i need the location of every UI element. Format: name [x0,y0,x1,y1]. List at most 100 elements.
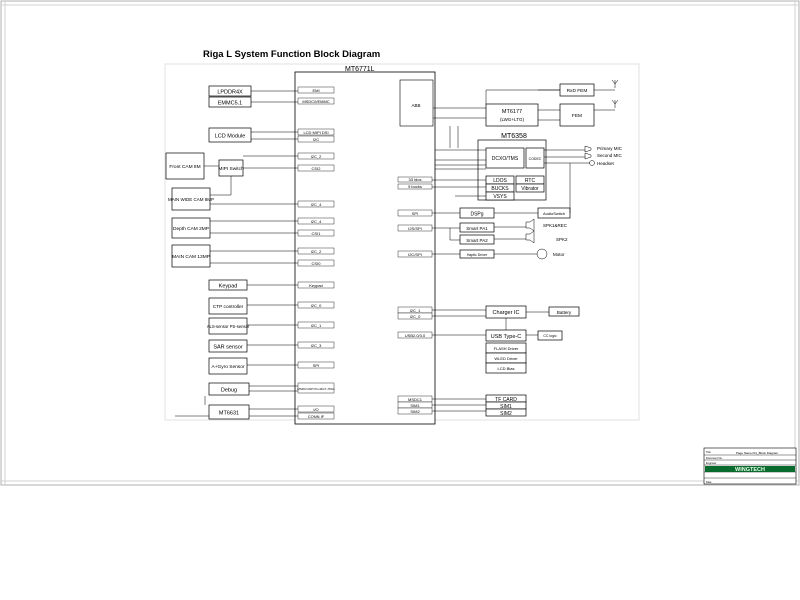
sim2-port-label: SIM2 [410,409,420,414]
ldos-label: LDOS [493,178,507,184]
main-wide-label: MAIN WIDE CAM 8MP [168,197,214,202]
mt6631-label: MT6631 [219,411,239,417]
port-msdc0: MSDC0/EMMC [302,99,329,104]
mic-primary-label: Primary MIC [597,146,623,151]
lpddr-label: LPDDR4X [217,90,243,96]
motor-label: Motor [553,252,565,257]
smart-pa1-block [459,222,495,233]
ctp-label: CTP controller [213,304,244,310]
lcd-label: LCD Module [215,134,246,140]
buck-bus-label: 9 bucks [408,184,422,189]
vibrator-block [515,183,545,193]
title-block-row-engineer: Engineer [706,461,717,465]
ldo-bus-label: 33 ldos [409,177,422,182]
title-block-page-name: Page Name=01_Block Diagram [736,451,779,455]
antenna-diversity-icon [611,79,619,88]
charger-label: Charger IC [493,310,520,316]
speaker2-label: SPK2 [556,237,568,242]
port-debug: MSDC1/SPI Pin-MUX JTAG [297,387,335,391]
tf-card-label: TF CARD [495,397,517,403]
abb-block [399,79,434,127]
mt6631-block [208,404,250,420]
main-cam-block [171,244,211,268]
port-i2c-lcd: I2C [313,137,319,142]
smart-pa2-label: Smart PA2 [466,238,488,243]
port-spi: SPI [313,363,319,368]
gyro-label: A+Gyro Sensor [212,364,245,370]
motor-icon [536,248,548,260]
fem-block [559,103,595,127]
antenna-main-icon [611,99,619,108]
soc-label: MT6771L [345,66,375,73]
depth-cam-block [171,217,211,239]
headset-label: Headset [597,161,615,166]
usb-label: USB Type-C [491,334,521,340]
debug-label: Debug [221,388,237,394]
mt6177-block [485,103,539,127]
wingtech-logo: WINGTECH [735,467,765,473]
smart-pa1-label: Smart PA1 [466,226,488,231]
i2c-0-right-label: I2C_0 [410,314,421,319]
haptic-label: Haptic Driver [467,253,488,257]
vsys-label: VSYS [493,194,507,200]
spi-right-label: SPI [412,211,418,216]
gyro-block [208,357,248,375]
port-keypad: Keypad [309,283,323,288]
codec-block [525,147,545,169]
mt6177-label: MT6177 [502,109,522,115]
main-cam-label: MAIN CAM 13MP [172,254,210,260]
keypad-label: Keypad [219,284,238,290]
flash-driver-label: FLASH Driver [494,346,519,351]
title-block-row-title: Title [706,450,711,454]
als-block [208,317,248,335]
port-i2c-2: I2C_2 [311,154,322,159]
battery-block [548,306,580,317]
abb-label: ABB [411,103,420,108]
fem-label: FEM [572,113,582,119]
i2c-1-right-label: I2C_1 [410,308,421,313]
mipi-switch-label: MIPI Switch [218,166,244,172]
cc-logic-block [537,330,563,341]
sar-block [208,339,248,353]
rxd-fem-label: RxD FEM [567,88,588,94]
lcd-bias-block [485,362,527,374]
diagram-title: Riga L System Function Block Diagram [203,49,380,60]
bucks-label: BUCKS [491,186,509,192]
speaker1-label: SPK1&REC [543,223,568,228]
cc-logic-label: CC logic [543,334,556,338]
port-i2c-2b: I2C_2 [311,249,322,254]
msdc1-label: MSDC1 [408,397,423,402]
lcd-block [208,127,252,143]
rtc-label: RTC [525,178,536,184]
usb-right-label: USB2.0/3.0 [405,333,426,338]
title-block-row-date: Date [706,480,712,484]
sim1-port-label: SIM1 [410,403,420,408]
wled-driver-label: WLED Driver [494,356,518,361]
port-csi1: CSI1 [312,231,322,236]
port-csi0: CSI0 [312,261,322,266]
sim1-label: SIM1 [500,404,512,410]
port-conn-if: CONN IF [308,414,325,419]
port-i2c-1: I2C_1 [311,323,322,328]
debug-block [208,382,250,396]
front-cam-block [165,152,205,180]
port-i2c-4: I2C_4 [311,202,322,207]
smart-pa2-block [459,234,495,245]
front-cam-label: Front CAM 8M [169,164,200,170]
i2c-spi-label: I2C/SPI [408,252,422,257]
headset-icon [589,160,595,166]
speaker2-icon [525,230,535,244]
mt6358-label: MT6358 [501,133,527,140]
sim2-block [485,408,527,417]
mt6177-sub-label: (LWG+LTG) [500,117,524,122]
audio-switch-label: AudioSwitch [543,211,565,216]
dspg-label: DSPg [470,212,483,218]
port-i2c-4b: I2C_4 [311,219,322,224]
battery-label: Battery [557,310,572,315]
depth-cam-label: Depth CAM 2MP [173,226,209,232]
ctp-block [208,297,248,315]
port-csi2: CSI2 [312,166,322,171]
main-wide-block [171,187,211,211]
emmc-label: EMMC5.1 [218,101,242,107]
